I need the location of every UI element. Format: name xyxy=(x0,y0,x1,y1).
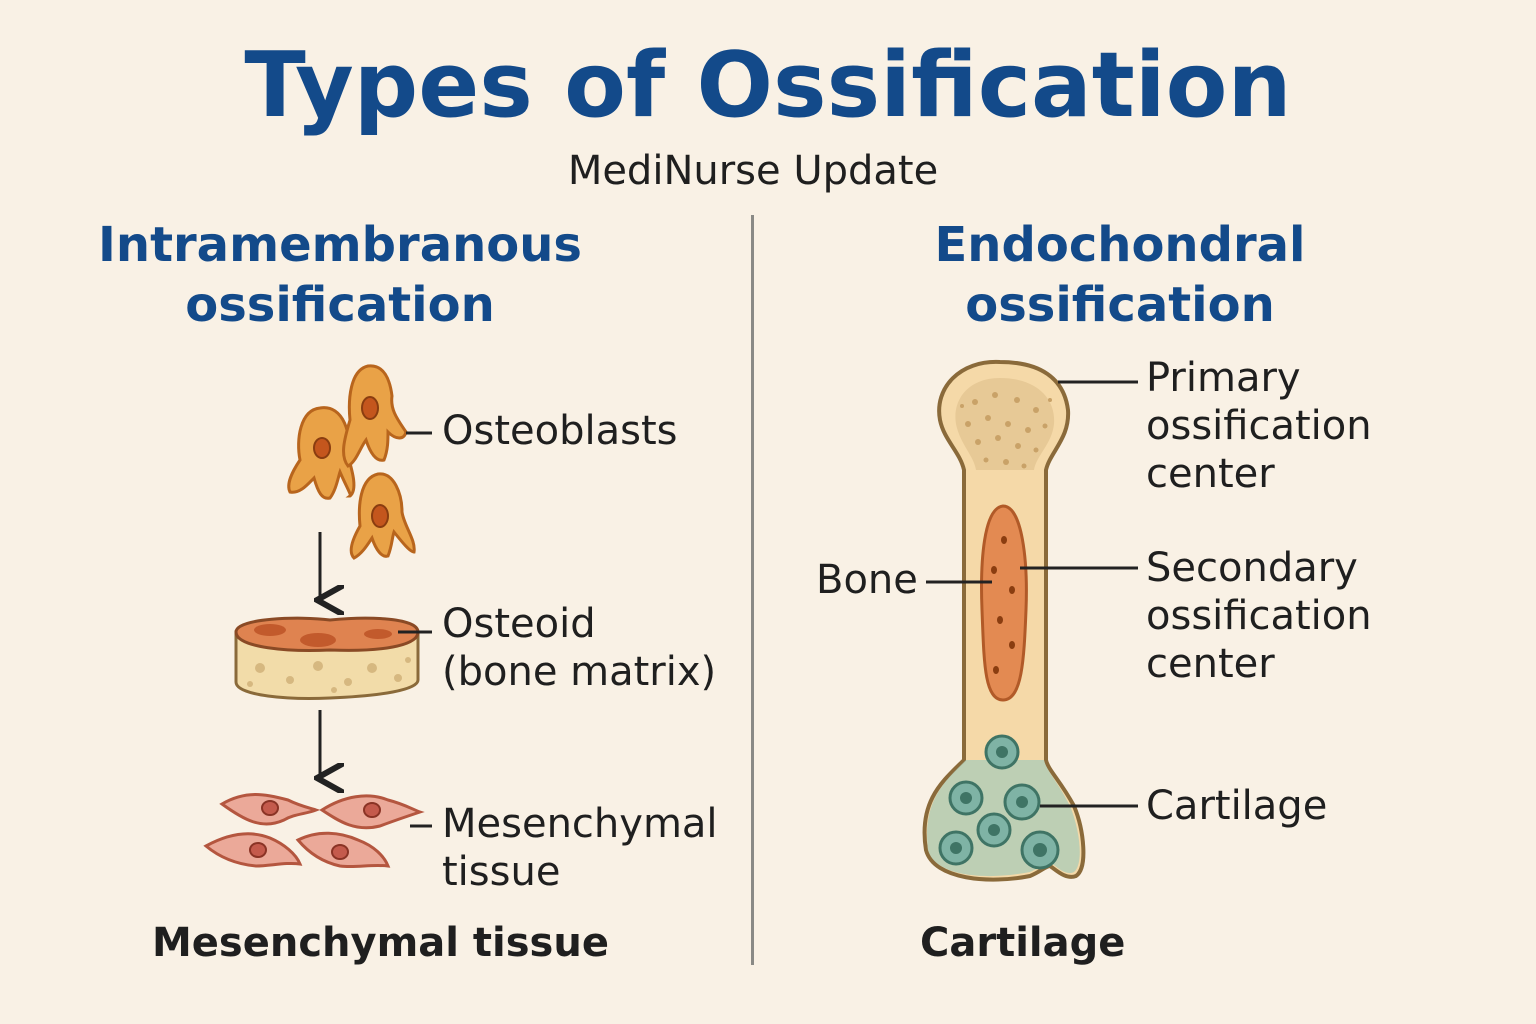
right-heading-line-2: ossification xyxy=(965,277,1275,333)
left-heading: Intramembranous ossification xyxy=(60,215,620,335)
label-secondary-line-2: ossification xyxy=(1146,593,1372,639)
label-primary-line-3: center xyxy=(1146,451,1275,497)
label-secondary-line-1: Secondary xyxy=(1146,545,1358,591)
osteoblast-cell-2 xyxy=(342,364,408,468)
right-heading: Endochondral ossification xyxy=(870,215,1370,335)
primary-center-pores xyxy=(991,536,1015,674)
left-heading-line-2: ossification xyxy=(185,277,495,333)
label-secondary-line-3: center xyxy=(1146,641,1275,687)
osteoblast-cell-1 xyxy=(287,406,356,500)
osteoid-slab xyxy=(234,616,420,700)
long-bone xyxy=(922,359,1086,882)
spongy-bone-head xyxy=(955,378,1055,470)
mesenchymal-cells xyxy=(203,793,425,869)
page-title: Types of Ossification xyxy=(244,33,1292,138)
label-bone: Bone xyxy=(816,557,918,603)
label-mesenchymal-line-2: tissue xyxy=(442,849,561,895)
page-subtitle: MediNurse Update xyxy=(567,148,939,194)
column-divider xyxy=(751,215,754,965)
label-osteoid-line-1: Osteoid xyxy=(442,601,596,647)
left-heading-line-1: Intramembranous xyxy=(98,217,582,273)
label-osteoblasts: Osteoblasts xyxy=(442,408,678,454)
right-caption: Cartilage xyxy=(920,920,1126,966)
label-cartilage: Cartilage xyxy=(1146,783,1328,829)
osteoblast-cell-3 xyxy=(349,472,416,560)
label-osteoid-line-2: (bone matrix) xyxy=(442,649,717,695)
left-caption: Mesenchymal tissue xyxy=(152,920,609,966)
label-osteoid: Osteoid (bone matrix) xyxy=(442,600,716,696)
label-secondary-center: Secondary ossification center xyxy=(1146,544,1372,688)
spongy-bone-pores xyxy=(960,392,1052,469)
label-mesenchymal-line-1: Mesenchymal xyxy=(442,801,718,847)
label-mesenchymal: Mesenchymal tissue xyxy=(442,800,718,896)
label-primary-center: Primary ossification center xyxy=(1146,354,1372,498)
label-primary-line-2: ossification xyxy=(1146,403,1372,449)
right-heading-line-1: Endochondral xyxy=(934,217,1306,273)
label-primary-line-1: Primary xyxy=(1146,355,1301,401)
primary-center-shaft xyxy=(980,504,1028,702)
